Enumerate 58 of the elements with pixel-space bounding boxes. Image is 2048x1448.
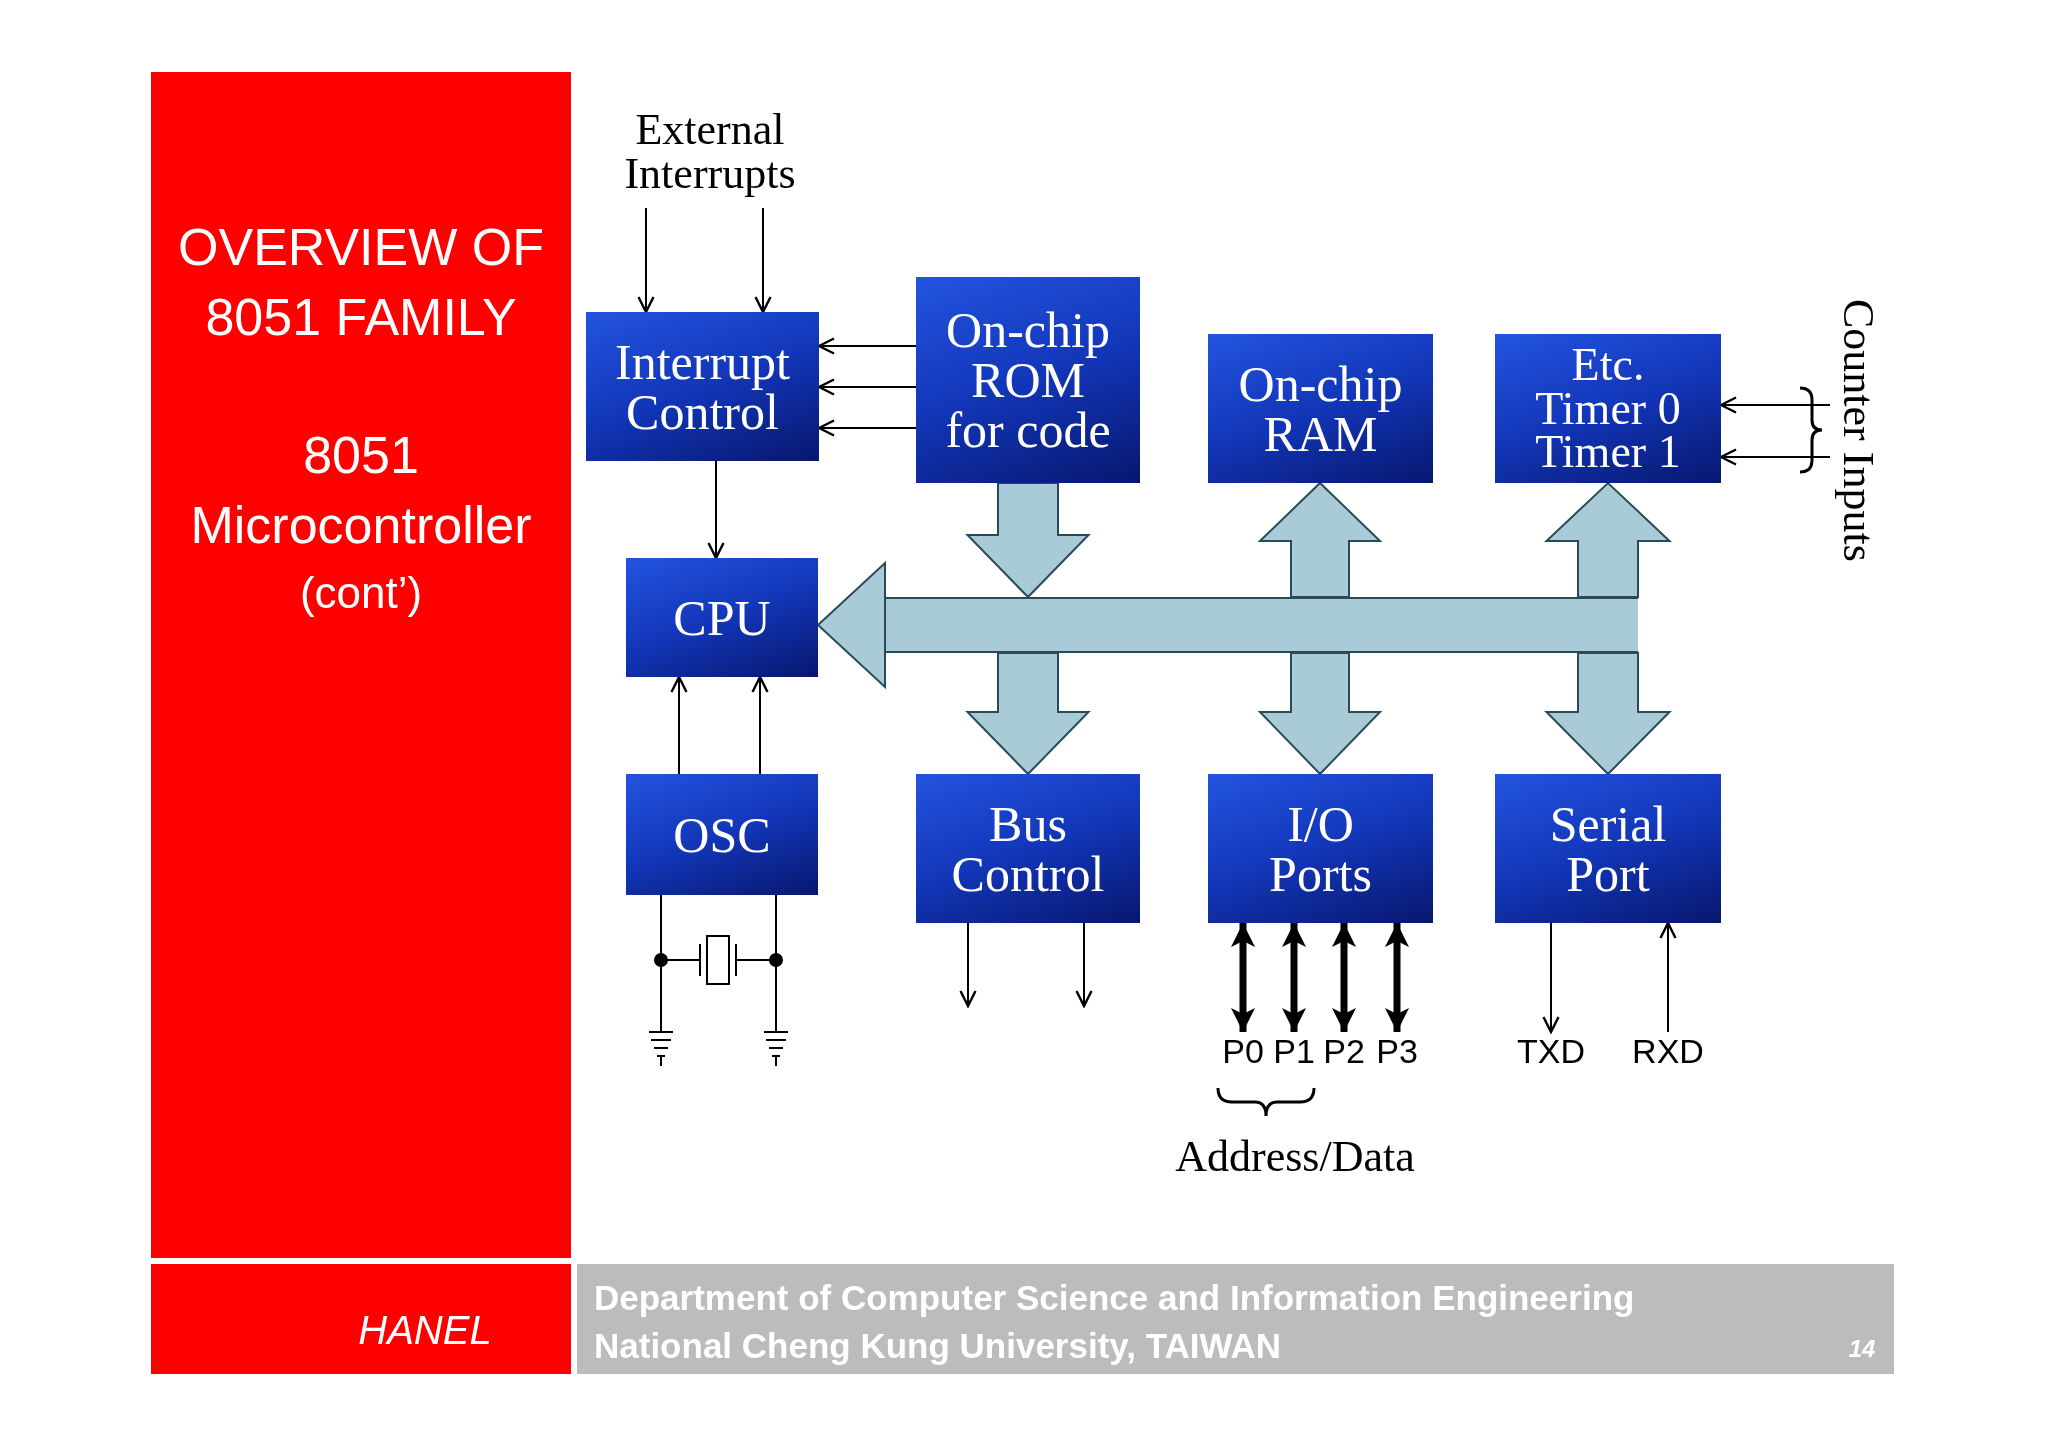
pin-label: P2	[1320, 1032, 1368, 1070]
department-text: Department of Computer Science and Information Engineering	[594, 1277, 1636, 1319]
arrow	[817, 337, 917, 355]
arrow	[637, 207, 655, 314]
page-number: 14	[1847, 1334, 1877, 1364]
pin-label: P0	[1219, 1032, 1267, 1070]
block-box	[626, 558, 818, 677]
pin-label: P1	[1270, 1032, 1318, 1070]
block-box	[1495, 334, 1721, 483]
arrow	[707, 460, 725, 560]
bus-arrow	[965, 652, 1091, 776]
block-label: CPU	[673, 592, 771, 643]
block-box	[586, 312, 819, 461]
arrow	[959, 922, 977, 1008]
bus-arrow	[1544, 481, 1672, 598]
arrow	[754, 207, 772, 314]
arrow	[670, 675, 688, 775]
block-label: Etc.	[1571, 342, 1645, 387]
block-label: On-chip RAM	[1238, 358, 1403, 459]
block-label: Interrupt Control	[614, 336, 791, 437]
block-box	[1208, 774, 1433, 923]
arrow	[1719, 396, 1831, 414]
bus-bar	[885, 597, 1638, 653]
block-label: Serial Port	[1548, 798, 1668, 899]
arrow	[1075, 922, 1093, 1008]
arrow	[1542, 922, 1560, 1034]
block-box	[916, 774, 1140, 923]
bus-arrow	[1257, 652, 1383, 776]
bus-arrow	[965, 482, 1091, 599]
pin-label: RXD	[1629, 1032, 1707, 1070]
bus-arrow	[1544, 652, 1672, 776]
pin-label: TXD	[1512, 1032, 1590, 1070]
author-name: HANEL	[357, 1307, 493, 1354]
arrow	[817, 419, 917, 437]
university-text: National Cheng Kung University, TAIWAN	[594, 1325, 1283, 1367]
subtitle: 8051 Microcontroller	[189, 425, 533, 556]
block-label: On-chip ROM for code	[944, 305, 1112, 455]
block-box	[1208, 334, 1433, 483]
bus-arrow	[1257, 481, 1383, 598]
bus-label: Address/Data	[1174, 1131, 1416, 1183]
block-box	[626, 774, 818, 895]
annotation-text: External Interrupts	[600, 108, 820, 208]
block-label: I/O Ports	[1268, 798, 1373, 899]
block-label: OSC	[673, 809, 771, 860]
block-label: Bus Control	[950, 798, 1106, 899]
bus-arrow	[816, 560, 886, 690]
arrow	[751, 675, 769, 775]
block-label: Timer 1	[1535, 430, 1681, 475]
arrow	[1659, 921, 1677, 1033]
pin-label: P3	[1373, 1032, 1421, 1070]
arrow	[1719, 448, 1831, 466]
block-box	[916, 277, 1140, 483]
annotation-text: Counter Inputs	[1830, 280, 1886, 580]
arrow	[817, 378, 917, 396]
slide-title: OVERVIEW OF 8051 FAMILY	[177, 217, 545, 348]
subtitle: (cont’)	[298, 567, 424, 619]
block-label: Timer 0	[1535, 386, 1681, 431]
block-box	[1495, 774, 1721, 923]
